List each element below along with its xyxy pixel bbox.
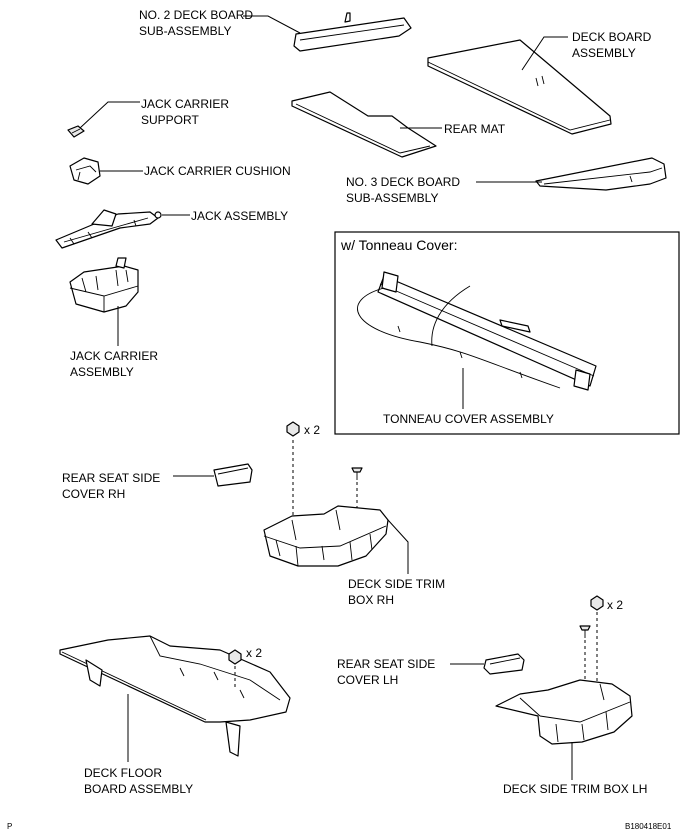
corner-mark: P	[7, 822, 13, 831]
screw-rh-icon	[351, 467, 363, 480]
label-jack-carrier-assembly: JACK CARRIER ASSEMBLY	[70, 349, 159, 379]
tonneau-cover-part	[357, 271, 597, 391]
figure-code: B180418E01	[625, 822, 672, 831]
label-deck-side-trim-box-lh: DECK SIDE TRIM BOX LH	[503, 782, 648, 796]
rear-seat-side-cover-lh-part	[483, 653, 525, 675]
label-deck-floor-board-assembly: DECK FLOOR BOARD ASSEMBLY	[84, 766, 194, 796]
deck-board-part	[427, 39, 612, 135]
deck-side-trim-box-rh-leader	[387, 519, 409, 574]
jack-assembly-part	[55, 209, 162, 249]
deck-side-trim-box-rh-part	[263, 505, 389, 567]
label-no3-deck-board: NO. 3 DECK BOARD SUB-ASSEMBLY	[346, 175, 461, 205]
tonneau-variant-box	[334, 231, 680, 435]
deck-side-trim-box-lh-part	[495, 679, 633, 745]
jack-carrier-assembly-part	[69, 257, 139, 313]
jack-carrier-support-leader	[79, 101, 140, 129]
label-rear-mat: REAR MAT	[444, 122, 506, 136]
jack-carrier-support-part	[67, 125, 85, 138]
label-rear-seat-side-cover-rh: REAR SEAT SIDE COVER RH	[62, 471, 161, 501]
label-clip-rh-quantity: x 2	[304, 423, 321, 437]
label-deck-side-trim-box-rh: DECK SIDE TRIM BOX RH	[348, 577, 446, 607]
label-tonneau-cover-assembly: TONNEAU COVER ASSEMBLY	[383, 412, 554, 426]
clip-lh-icon	[590, 595, 604, 611]
label-deck-board-assembly: DECK BOARD ASSEMBLY	[572, 30, 652, 60]
label-clip-floor-quantity: x 2	[246, 646, 263, 660]
clip-floor-icon	[228, 649, 242, 665]
label-jack-carrier-cushion: JACK CARRIER CUSHION	[144, 164, 291, 178]
clip-rh-icon	[286, 421, 300, 437]
deck-board-leader	[521, 36, 568, 71]
label-jack-carrier-support: JACK CARRIER SUPPORT	[141, 97, 230, 127]
label-no2-deck-board: NO. 2 DECK BOARD SUB-ASSEMBLY	[139, 8, 254, 38]
label-rear-seat-side-cover-lh: REAR SEAT SIDE COVER LH	[337, 657, 436, 687]
rear-mat-part	[291, 91, 437, 158]
label-clip-lh-quantity: x 2	[607, 598, 624, 612]
screw-lh-icon	[579, 625, 591, 638]
label-tonneau-variant: w/ Tonneau Cover:	[341, 237, 458, 253]
rear-seat-side-cover-rh-part	[213, 463, 253, 487]
no3-deck-board-part	[535, 157, 667, 191]
label-jack-assembly: JACK ASSEMBLY	[191, 209, 289, 223]
no2-deck-board-leader	[243, 15, 301, 34]
no2-deck-board-part	[293, 12, 412, 52]
jack-carrier-cushion-part	[69, 157, 101, 185]
